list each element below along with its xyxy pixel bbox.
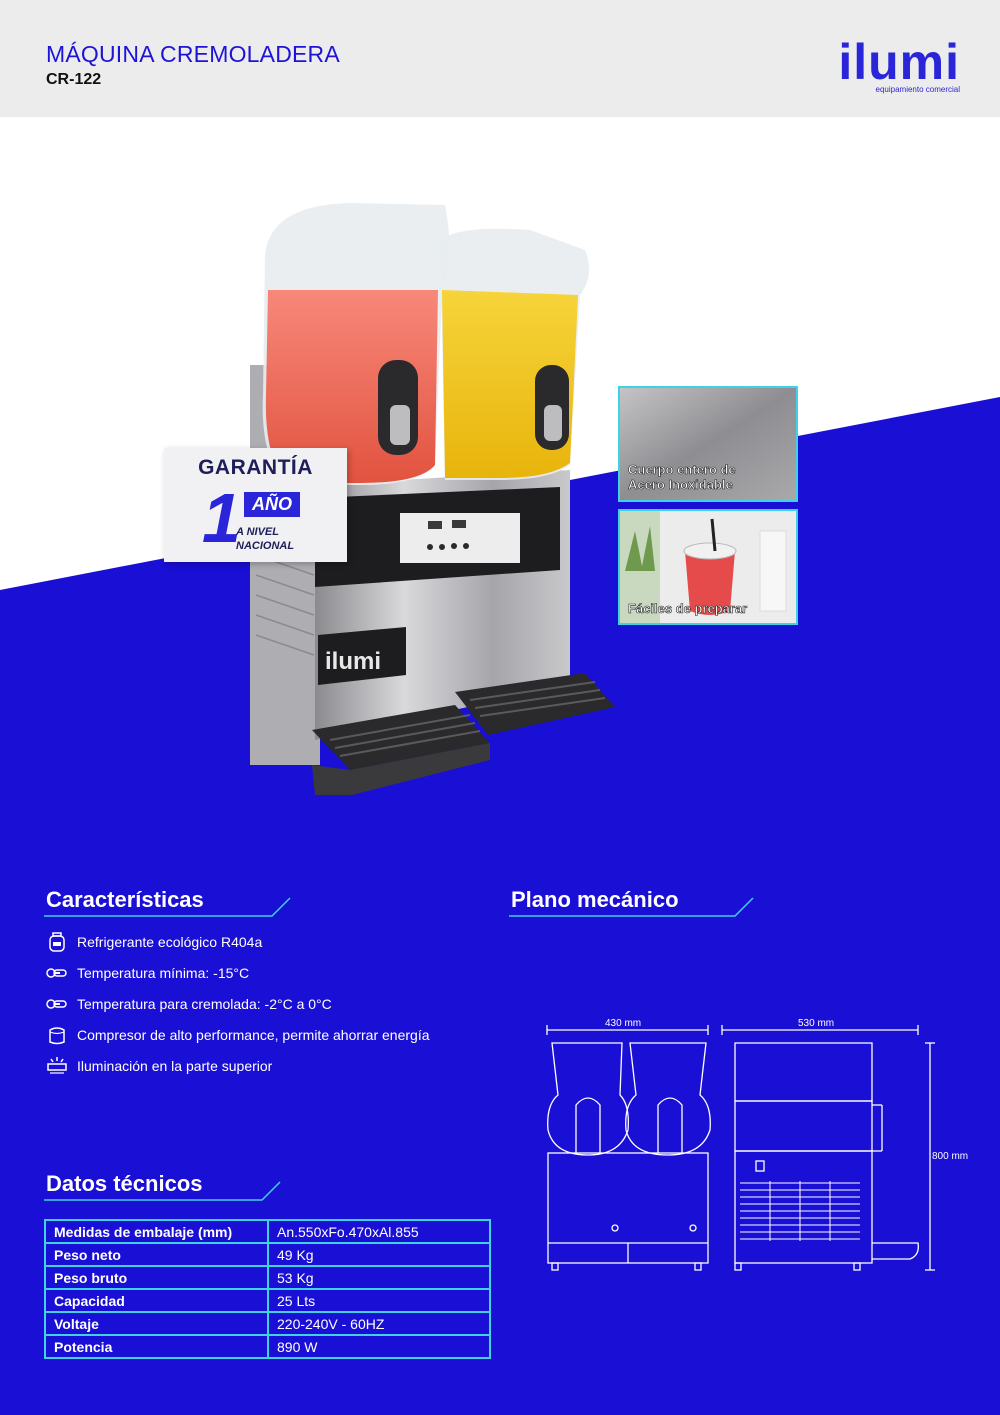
warranty-line-2: NACIONAL	[236, 540, 295, 552]
datos-tecnicos-title: Datos técnicos	[46, 1171, 203, 1196]
table-row: Capacidad 25 Lts	[44, 1288, 491, 1313]
feature-label-1a: Cuerpo entero de	[628, 462, 736, 478]
thermometer-icon	[46, 968, 67, 978]
table-cell-value: 220-240V - 60HZ	[267, 1311, 491, 1336]
product-model: CR-122	[46, 71, 102, 88]
compressor-icon	[49, 1027, 65, 1045]
table-cell-value: 53 Kg	[267, 1265, 491, 1290]
feature-stainless-steel: Cuerpo entero de Acero Inoxidable	[618, 386, 798, 502]
table-row: Medidas de embalaje (mm) An.550xFo.470xA…	[44, 1219, 491, 1244]
steel-texture-image	[620, 388, 796, 500]
table-cell-label: Peso bruto	[44, 1265, 269, 1290]
char-text: Iluminación en la parte superior	[77, 1058, 273, 1074]
light-icon	[47, 1057, 67, 1074]
mechanical-drawing	[546, 1025, 935, 1271]
header-bar: MÁQUINA CREMOLADERA CR-122 ilumi equipam…	[0, 0, 1000, 117]
char-item: Temperatura mínima: -15°C	[46, 962, 249, 984]
char-text: Refrigerante ecológico R404a	[77, 934, 263, 950]
machine-brand-plate: ilumi	[325, 648, 381, 675]
feature-easy-prepare: Fáciles de preparar	[618, 509, 798, 625]
table-cell-label: Potencia	[44, 1334, 269, 1359]
dim-depth-label: 530 mm	[798, 1018, 835, 1029]
char-item: Compresor de alto performance, permite a…	[46, 1024, 430, 1046]
logo-text: ilumi	[838, 34, 960, 90]
warranty-title: GARANTÍA	[198, 456, 313, 479]
caracteristicas-underline	[44, 897, 291, 917]
warranty-number: 1	[202, 479, 241, 557]
char-text: Temperatura mínima: -15°C	[77, 965, 250, 981]
product-title: MÁQUINA CREMOLADERA	[46, 41, 340, 67]
plano-underline	[509, 897, 754, 917]
table-cell-value: 890 W	[267, 1334, 491, 1359]
warranty-badge: GARANTÍA 1 AÑO A NIVEL NACIONAL	[164, 448, 347, 562]
table-cell-value: 49 Kg	[267, 1242, 491, 1267]
table-cell-label: Peso neto	[44, 1242, 269, 1267]
table-row: Potencia 890 W	[44, 1334, 491, 1359]
thermometer-icon	[46, 999, 67, 1009]
table-row: Peso neto 49 Kg	[44, 1242, 491, 1267]
dim-width-label: 430 mm	[605, 1018, 642, 1029]
table-cell-label: Voltaje	[44, 1311, 269, 1336]
feature-label-1b: Acero Inoxidable	[628, 477, 733, 493]
table-cell-label: Capacidad	[44, 1288, 269, 1313]
char-text: Temperatura para cremolada: -2°C a 0°C	[77, 996, 332, 1012]
char-item: Refrigerante ecológico R404a	[46, 931, 262, 953]
caracteristicas-title: Características	[46, 887, 204, 912]
warranty-unit: AÑO	[244, 492, 300, 517]
datos-tecnicos-underline	[44, 1181, 281, 1201]
drink-photo-image	[620, 511, 796, 623]
warranty-line-1: A NIVEL	[236, 526, 279, 538]
table-row: Voltaje 220-240V - 60HZ	[44, 1311, 491, 1336]
plano-mecanico-title: Plano mecánico	[511, 887, 679, 912]
char-item: Iluminación en la parte superior	[46, 1055, 272, 1077]
logo-tagline: equipamiento comercial	[875, 85, 961, 94]
machine-image: ilumi	[250, 203, 615, 795]
table-row: Peso bruto 53 Kg	[44, 1265, 491, 1290]
table-cell-value: 25 Lts	[267, 1288, 491, 1313]
char-text: Compresor de alto performance, permite a…	[77, 1027, 430, 1043]
char-item: Temperatura para cremolada: -2°C a 0°C	[46, 993, 332, 1015]
refrigerant-tank-icon	[49, 932, 65, 952]
brand-logo: ilumi equipamiento comercial	[820, 34, 961, 94]
dim-height-label: 800 mm	[932, 1151, 969, 1162]
table-cell-value: An.550xFo.470xAl.855	[267, 1219, 491, 1244]
table-cell-label: Medidas de embalaje (mm)	[44, 1219, 269, 1244]
tech-data-table: Medidas de embalaje (mm) An.550xFo.470xA…	[44, 1219, 491, 1359]
feature-label-2: Fáciles de preparar	[628, 601, 748, 617]
